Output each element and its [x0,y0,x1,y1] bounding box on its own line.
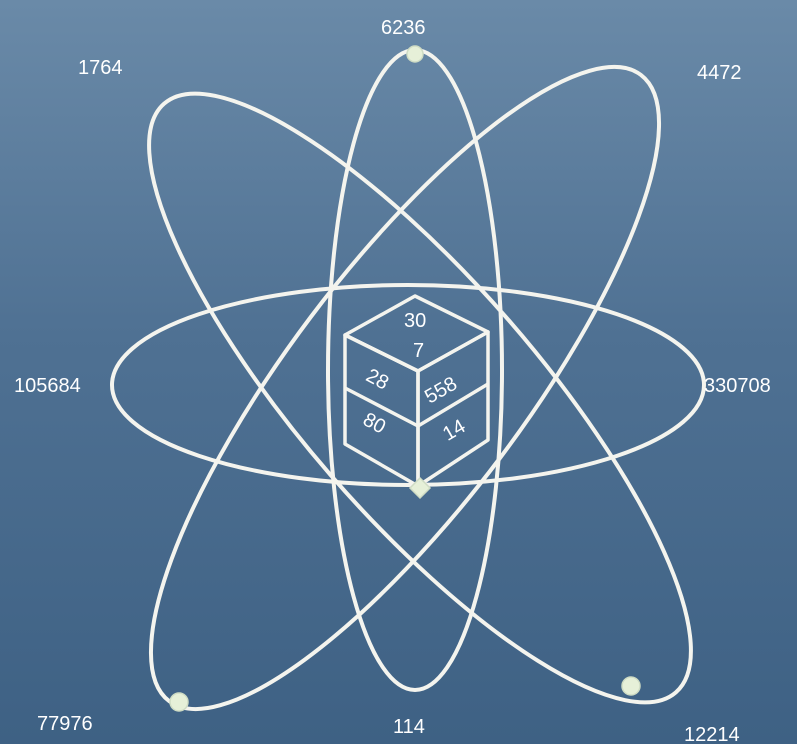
label-bottom-left: 77976 [37,713,93,735]
cube-right-face [418,332,488,486]
label-top-right: 4472 [697,62,742,84]
label-bottom: 114 [393,716,425,738]
node-bottom-right [622,677,640,695]
label-right: 330708 [704,375,771,397]
orbit-diagonal-anti [75,4,735,744]
label-bottom-right: 12214 [684,724,740,744]
label-left: 105684 [14,375,81,397]
cube-label-top-upper: 30 [404,310,426,332]
cube-label-left-upper: 28 [362,365,392,395]
label-top-left: 1764 [78,57,123,79]
cube-label-left-lower: 80 [359,409,389,439]
cube-label-right-lower: 14 [439,415,469,445]
cube-left-face [345,335,418,486]
orbit-diagonal-main [75,26,765,744]
node-top [407,46,423,62]
cube-label-top-lower: 7 [413,340,424,362]
label-top: 6236 [381,17,426,39]
node-bottom-left [170,693,188,711]
